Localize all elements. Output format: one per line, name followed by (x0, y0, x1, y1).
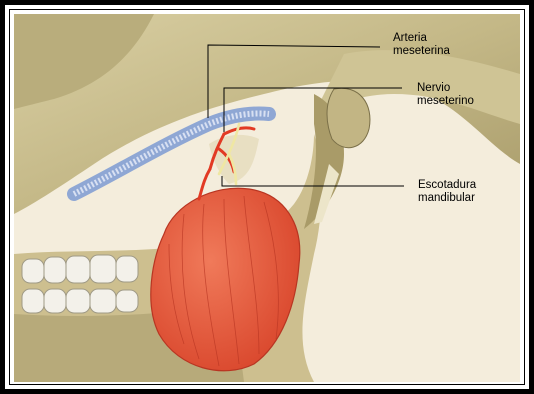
label-arteria-meseterina: Arteria meseterina (393, 32, 450, 58)
label-nervio-meseterino: Nervio meseterino (417, 82, 474, 108)
label-escotadura-mandibular: Escotadura mandibular (418, 179, 476, 205)
